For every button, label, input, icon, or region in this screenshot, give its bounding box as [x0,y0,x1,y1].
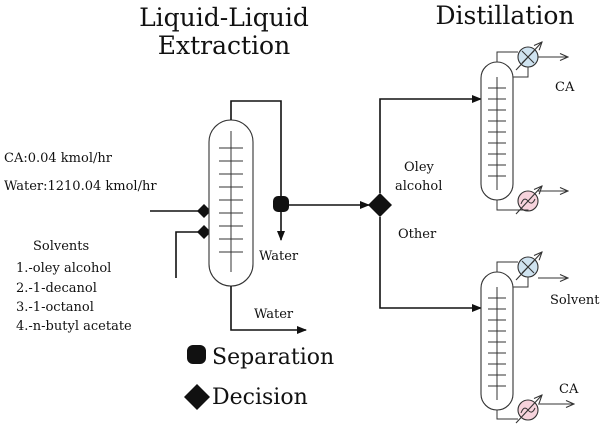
decision-legend-icon [184,384,210,410]
decision-node [368,193,392,217]
raffinate-water-arrow [230,286,307,334]
oley-alcohol-label-line2: alcohol [395,179,442,194]
other-branch-arrow [379,217,482,312]
condenser-top-inlet [496,51,518,62]
reboiler-top-link [496,200,529,211]
feed-ca-label: CA:0.04 kmol/hr [4,151,113,166]
solvent-item: 2.-1-decanol [16,281,97,296]
other-label: Other [398,227,437,242]
extract-line [230,100,282,196]
condenser-icon [515,252,542,281]
distillation-column-top [480,61,514,201]
heading-distillation: Distillation [435,1,574,30]
solvent-label: Solvent [550,293,600,308]
solvent-item: 1.-oley alcohol [16,261,111,276]
distillation-column-bottom [480,271,514,411]
legend-separation-label: Separation [212,345,334,370]
heading-extraction-line2: Extraction [158,31,290,60]
condenser-icon [515,42,542,71]
reboiler-icon [515,186,542,215]
solvent-inlet-diamond [197,225,211,239]
condenser-bottom-inlet [496,261,518,272]
reboiler-bottom-link [496,410,518,420]
solvent-item: 3.-1-octanol [16,300,94,315]
water-top-label: Water [259,249,299,264]
ca-top-label: CA [555,80,575,95]
heading-extraction-line1: Liquid-Liquid [139,3,309,32]
separation-legend-icon [187,345,206,364]
oley-alcohol-label-line1: Oley [404,160,435,175]
solvent-item: 4.-n-butyl acetate [16,319,132,334]
water-bottom-label: Water [254,307,294,322]
separation-node [273,196,289,212]
feed-inlet-diamond [197,204,211,218]
reflux-top [513,67,529,78]
legend-decision-label: Decision [212,385,308,410]
reboiler-icon [515,395,542,424]
solvent-line [175,231,200,278]
ca-bottom-label: CA [559,382,579,397]
oley-branch-arrow [379,95,482,193]
reflux-bottom [513,277,529,288]
feed-water-label: Water:1210.04 kmol/hr [4,179,157,194]
extraction-column [208,119,254,287]
solvents-title: Solvents [33,239,89,254]
